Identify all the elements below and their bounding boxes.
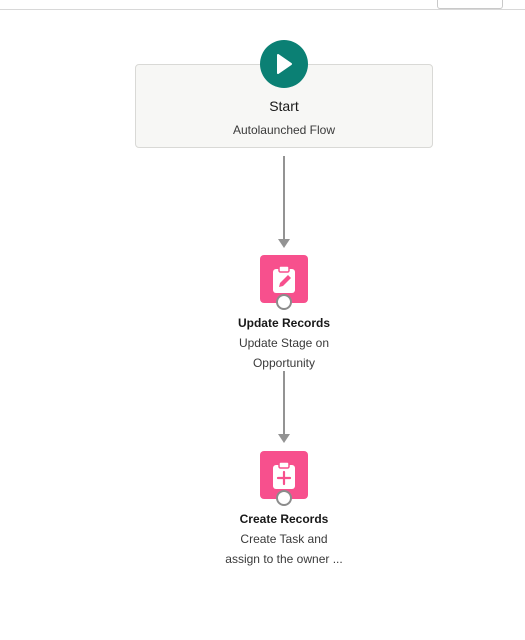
update-records-connector-dot[interactable] [276, 294, 292, 310]
toolbar-tab-edge [437, 0, 503, 9]
create-records-node-description: Create Task and assign to the owner ... [184, 529, 384, 569]
flow-connector-arrow [278, 434, 290, 443]
description-line: assign to the owner ... [225, 552, 343, 566]
update-records-node-description: Update Stage on Opportunity [184, 333, 384, 373]
flow-connector-line[interactable] [283, 156, 285, 240]
description-line: Opportunity [252, 356, 316, 370]
start-node-title: Start [269, 98, 299, 114]
start-node-icon[interactable] [260, 40, 308, 88]
clipboard-edit-icon [273, 265, 295, 293]
play-icon [277, 54, 292, 74]
description-line: Create Task and [240, 532, 328, 546]
flow-connector-arrow [278, 239, 290, 248]
clipboard-add-icon [273, 461, 295, 489]
create-records-connector-dot[interactable] [276, 490, 292, 506]
create-records-node-title: Create Records [239, 512, 329, 526]
update-records-node-title: Update Records [237, 316, 331, 330]
description-line: Update Stage on [238, 336, 330, 350]
canvas-top-divider [0, 9, 525, 10]
start-node-subtitle: Autolaunched Flow [232, 123, 336, 137]
flow-connector-line[interactable] [283, 371, 285, 435]
